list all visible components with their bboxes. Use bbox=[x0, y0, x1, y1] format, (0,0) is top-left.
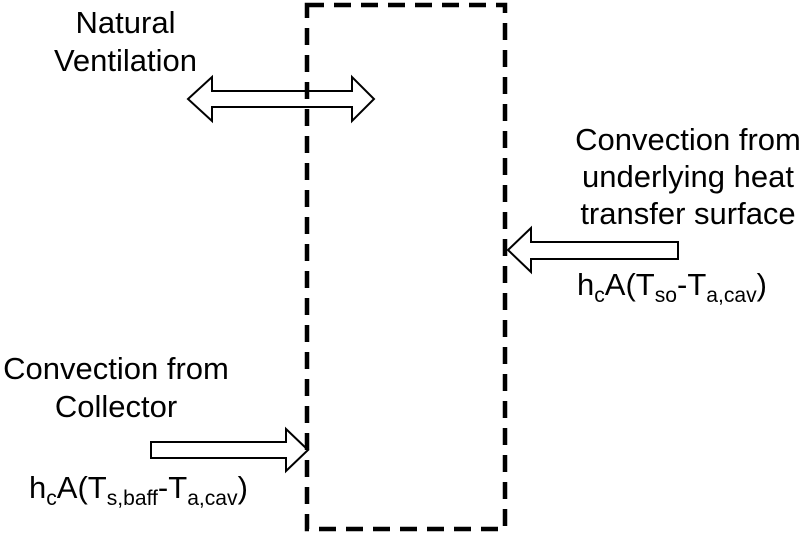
collector-convection-label-line1: Convection from bbox=[3, 351, 229, 386]
formula-subscript: so bbox=[654, 284, 677, 308]
formula-part: h bbox=[577, 267, 595, 302]
underlying-convection-formula: hcA(Tso-Ta,cav) bbox=[577, 267, 767, 306]
natural-ventilation-double-arrow bbox=[186, 74, 376, 124]
formula-part: A(T bbox=[604, 267, 655, 302]
formula-part: ) bbox=[237, 470, 248, 505]
formula-subscript: c bbox=[46, 487, 57, 511]
collector-convection-label: Convection from Collector bbox=[0, 350, 232, 426]
natural-ventilation-label: Natural Ventilation bbox=[28, 4, 223, 80]
natural-ventilation-label-line2: Ventilation bbox=[53, 43, 198, 78]
formula-subscript: s,baff bbox=[106, 487, 158, 511]
formula-subscript: c bbox=[594, 284, 605, 308]
underlying-convection-label-line3: transfer surface bbox=[580, 196, 796, 231]
natural-ventilation-label-line1: Natural bbox=[75, 5, 176, 40]
formula-part: h bbox=[29, 470, 47, 505]
collector-convection-label-line2: Collector bbox=[54, 389, 178, 424]
formula-part: A(T bbox=[56, 470, 107, 505]
formula-part: ) bbox=[756, 267, 767, 302]
formula-part: -T bbox=[677, 267, 707, 302]
underlying-convection-label-line2: underlying heat bbox=[582, 159, 794, 194]
formula-subscript: a,cav bbox=[187, 487, 238, 511]
formula-part: -T bbox=[157, 470, 188, 505]
collector-convection-right-arrow bbox=[150, 426, 310, 474]
cavity-boundary-dashed-box bbox=[304, 2, 508, 532]
formula-subscript: a,cav bbox=[706, 284, 757, 308]
underlying-convection-label: Convection from underlying heat transfer… bbox=[556, 121, 806, 232]
underlying-convection-left-arrow bbox=[506, 225, 679, 275]
underlying-convection-label-line1: Convection from bbox=[575, 122, 801, 157]
collector-convection-formula: hcA(Ts,baff-Ta,cav) bbox=[29, 470, 248, 509]
